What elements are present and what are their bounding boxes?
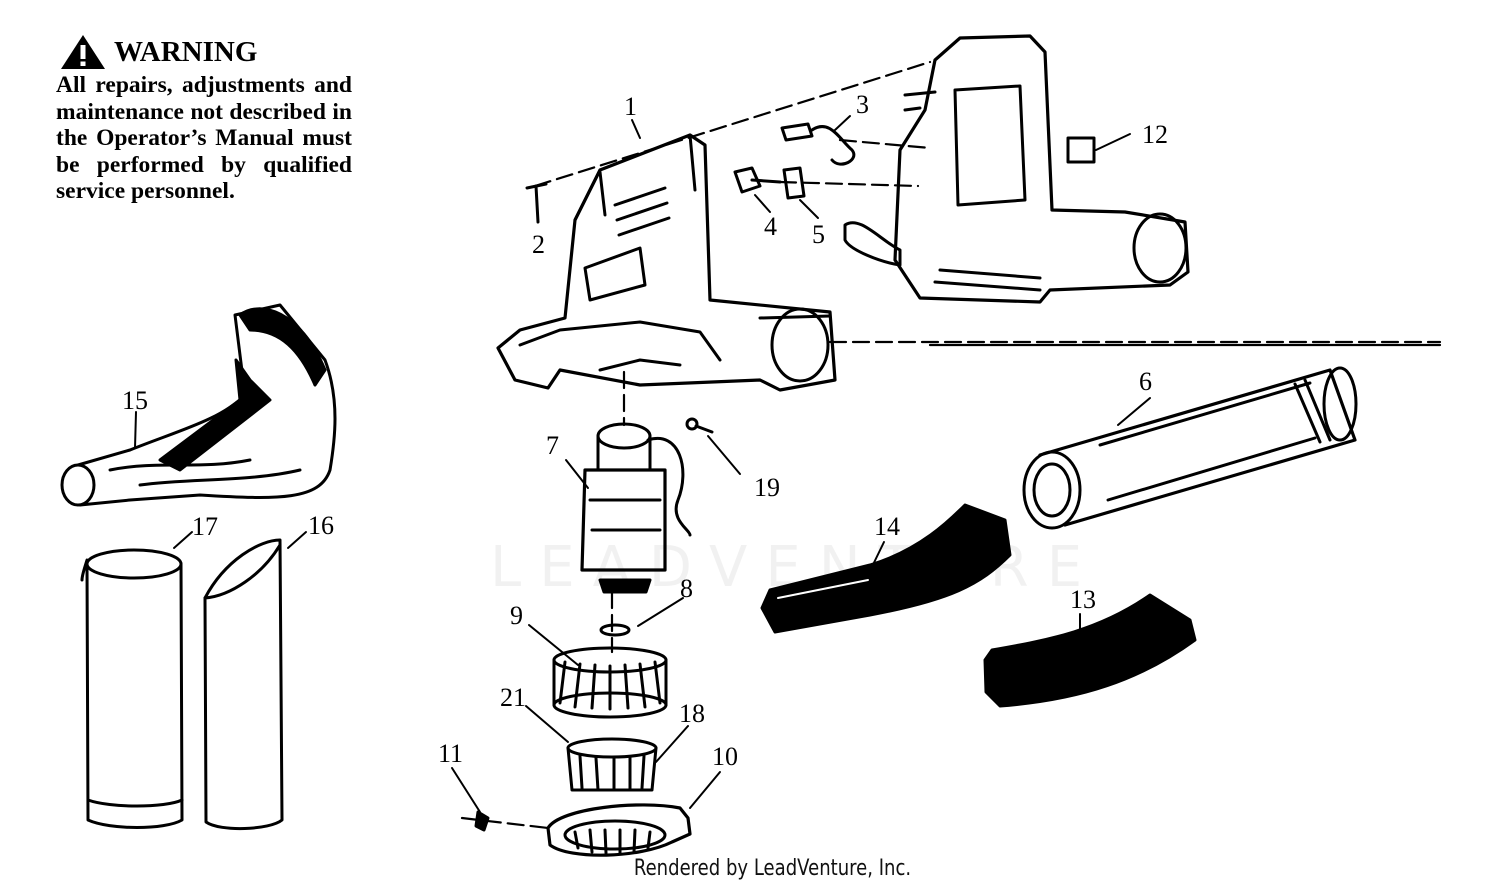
warning-title: WARNING — [114, 36, 258, 68]
assembly-lines — [460, 60, 1442, 830]
callout-8: 8 — [680, 574, 693, 603]
part-13-nozzle — [983, 593, 1197, 708]
part-9-fan — [552, 646, 668, 719]
part-18-ring — [566, 737, 658, 792]
part-3-connector — [780, 122, 856, 166]
part-4-switch — [733, 166, 782, 194]
warning-box: WARNING All repairs, adjustments and mai… — [56, 34, 352, 205]
part-14-nozzle — [760, 503, 1012, 634]
callout-18: 18 — [679, 699, 705, 728]
credit-footer: Rendered by LeadVenture, Inc. — [633, 856, 912, 881]
callout-3: 3 — [856, 90, 869, 119]
callout-5: 5 — [812, 220, 825, 249]
callout-14: 14 — [874, 512, 900, 541]
callout-21: 21 — [500, 683, 526, 712]
part-19-screw — [685, 417, 714, 434]
warning-text: All repairs, adjustments and maintenance… — [56, 72, 352, 204]
callout-2: 2 — [532, 230, 545, 259]
part-5-switch-clip — [782, 166, 806, 200]
callout-12: 12 — [1142, 120, 1168, 149]
warning-heading: WARNING — [60, 34, 352, 70]
part-1-housing-half — [496, 133, 837, 392]
callout-11: 11 — [438, 739, 464, 768]
part-7-motor — [580, 422, 692, 594]
callout-4: 4 — [764, 212, 777, 241]
leader-lines — [134, 115, 1151, 813]
callout-6: 6 — [1139, 367, 1152, 396]
callout-1: 1 — [624, 92, 637, 121]
callout-17: 17 — [192, 512, 218, 541]
part-15-bag — [60, 303, 337, 507]
callout-19: 19 — [754, 473, 780, 502]
part-12-label — [1066, 136, 1096, 164]
warning-triangle-icon — [61, 35, 105, 69]
part-16-tube — [203, 538, 284, 830]
callout-7: 7 — [546, 431, 559, 460]
part-6-tube — [1022, 366, 1358, 530]
part-10-base — [546, 803, 692, 857]
part-8-washer — [599, 623, 631, 637]
callout-13: 13 — [1070, 585, 1096, 614]
callout-9: 9 — [510, 601, 523, 630]
opposite-housing-half — [843, 34, 1190, 304]
part-11-latch — [474, 810, 490, 832]
callout-10: 10 — [712, 742, 738, 771]
callout-15: 15 — [122, 386, 148, 415]
part-2-screw — [525, 182, 548, 224]
part-17-tube — [80, 548, 184, 829]
callout-16: 16 — [308, 511, 334, 540]
